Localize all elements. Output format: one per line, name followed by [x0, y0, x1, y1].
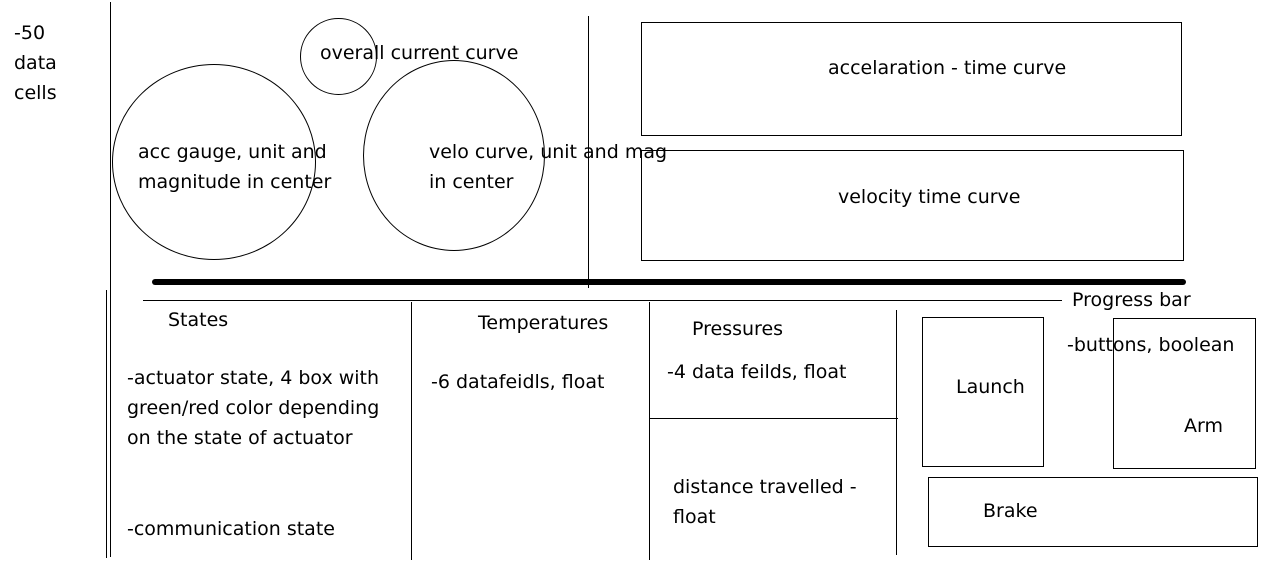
brake-button-label: Brake	[983, 500, 1038, 522]
section-separator	[152, 279, 1186, 285]
upper-divider	[588, 16, 589, 288]
left-divider	[110, 2, 111, 557]
current-curve-circle	[300, 18, 377, 95]
pressures-heading: Pressures	[692, 318, 784, 340]
pressures-divider	[896, 310, 897, 555]
pressures-split-line	[649, 418, 898, 419]
velo-curve-label: velo curve, unit and mag in center	[429, 141, 668, 193]
velocity-curve-box	[641, 150, 1184, 261]
brake-button[interactable]	[928, 477, 1258, 547]
progress-bar-label: Progress bar	[1072, 289, 1191, 311]
arm-button-label: Arm	[1184, 415, 1223, 437]
temperatures-fields-note: -6 datafeidls, float	[431, 371, 605, 393]
arm-button[interactable]	[1113, 318, 1256, 469]
distance-travelled-note: distance travelled - float	[673, 476, 857, 528]
states-divider	[411, 302, 412, 560]
communication-state-note: -communication state	[127, 518, 335, 540]
actuator-state-note: -actuator state, 4 box with green/red co…	[127, 367, 380, 449]
acceleration-curve-box	[641, 22, 1182, 136]
acc-gauge-circle	[112, 64, 316, 260]
current-curve-label: overall current curve	[320, 42, 519, 64]
velocity-curve-label: velocity time curve	[838, 186, 1021, 208]
temperatures-heading: Temperatures	[478, 312, 609, 334]
progress-bar-line	[143, 300, 1062, 301]
pressures-fields-note: -4 data feilds, float	[667, 361, 847, 383]
acc-gauge-label: acc gauge, unit and magnitude in center	[138, 141, 332, 193]
states-heading: States	[168, 309, 229, 331]
launch-button-label: Launch	[956, 376, 1025, 398]
data-cells-note: -50 data cells	[14, 22, 57, 104]
temperatures-divider	[649, 302, 650, 560]
velo-curve-circle	[363, 60, 545, 251]
launch-button[interactable]	[922, 317, 1044, 467]
acceleration-curve-label: accelaration - time curve	[828, 57, 1067, 79]
buttons-note: -buttons, boolean	[1067, 334, 1235, 356]
bottom-left-divider	[106, 290, 107, 558]
